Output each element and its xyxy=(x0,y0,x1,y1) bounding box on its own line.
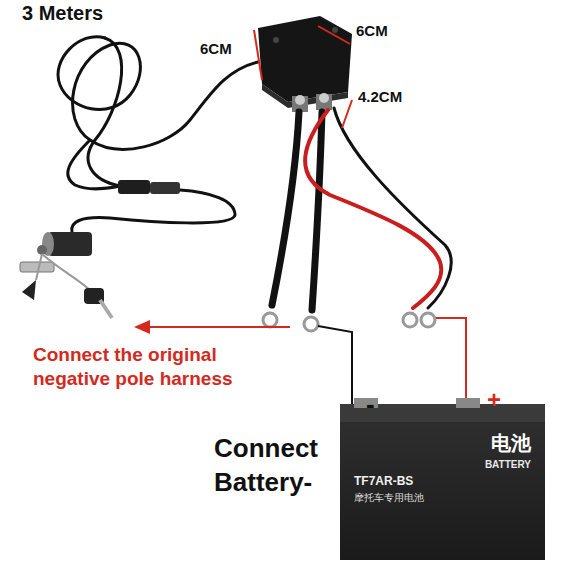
battery-text: 摩托车专用电池 xyxy=(354,492,531,504)
battery-text: BATTERY xyxy=(354,459,531,471)
instruction-note: Connect the original negative pole harne… xyxy=(33,343,278,391)
cable-length: 3 Meters xyxy=(22,2,172,25)
polarity-mark: + xyxy=(487,386,511,414)
polarity-mark: - xyxy=(366,390,386,420)
instruction-note: Connect Battery- xyxy=(214,432,342,500)
battery-text: TF7AR-BS xyxy=(354,475,531,489)
dimension: 4.2CM xyxy=(358,88,418,105)
battery-body: 电池 BATTERY TF7AR-BS 摩托车专用电池 xyxy=(340,422,545,560)
battery-text: 电池 xyxy=(354,432,531,455)
dimension: 6CM xyxy=(200,40,250,57)
dimension: 6CM xyxy=(356,22,406,39)
